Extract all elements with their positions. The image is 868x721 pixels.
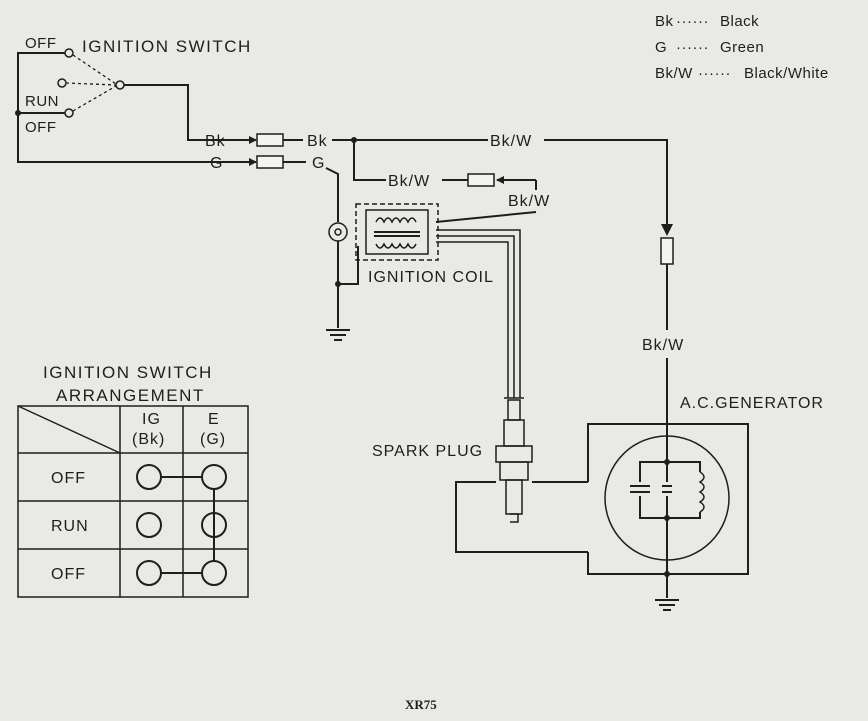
wire-bk: Bk Bk Bk/W Bk/W (205, 133, 684, 424)
ignition-switch-arrangement: IGNITION SWITCH ARRANGEMENT IG (Bk) E (G… (17, 363, 249, 598)
connector-bkw-generator (660, 237, 674, 265)
ground-post-icon (328, 222, 348, 242)
legend-code: Bk (655, 13, 674, 30)
legend-meaning: Black/White (744, 65, 829, 82)
arrangement-col-e-color: (G) (200, 431, 226, 448)
ig-terminal-circle (136, 512, 162, 538)
switch-contact-run (57, 78, 67, 88)
ig-terminal-circle (136, 560, 162, 586)
color-legend: Bk ······ Black G ······ Green Bk/W ····… (655, 13, 829, 82)
wire-label-g-2: G (312, 155, 325, 172)
switch-contact-off-top (64, 48, 74, 58)
wire-label-bkw-mid: Bk/W (388, 173, 430, 190)
arrangement-col-ig: IG (142, 411, 161, 428)
connector-g (256, 155, 284, 169)
ignition-switch-title: IGNITION SWITCH (82, 37, 252, 56)
legend-code: G (655, 39, 667, 56)
spark-plug-label: SPARK PLUG (372, 443, 483, 460)
wire-label-bkw-vertical: Bk/W (642, 337, 684, 354)
legend-code: Bk/W (655, 65, 693, 82)
ac-generator-label: A.C.GENERATOR (680, 395, 824, 412)
ground-icon (326, 329, 350, 341)
e-terminal-circle (201, 560, 227, 586)
ignition-coil-label: IGNITION COIL (368, 269, 494, 286)
wire-label-bkw-short: Bk/W (508, 193, 550, 210)
arrangement-title-line2: ARRANGEMENT (56, 386, 205, 405)
generator-ground-icon (655, 599, 679, 611)
switch-label-off-bottom: OFF (25, 119, 57, 136)
switch-label-off-top: OFF (25, 35, 57, 52)
arrangement-row-off-2: OFF (51, 566, 86, 583)
arrangement-col-e: E (208, 411, 220, 428)
ignition-switch: OFF IGNITION SWITCH RUN OFF (15, 35, 252, 163)
model-footer: XR75 (405, 697, 437, 712)
legend-meaning: Green (720, 39, 764, 56)
spark-plug: SPARK PLUG (372, 399, 533, 523)
legend-entry-green: G ······ Green (655, 39, 764, 56)
high-tension-lead (436, 229, 524, 399)
arrangement-row-run: RUN (51, 518, 89, 535)
wire-bkw-branch: Bk/W Bk/W (353, 140, 550, 223)
legend-dots: ······ (676, 13, 709, 30)
wire-g: G G (210, 155, 359, 341)
legend-dots: ······ (676, 39, 709, 56)
arrangement-col-ig-color: (Bk) (132, 431, 165, 448)
arrangement-connections (136, 464, 227, 586)
e-terminal-circle (201, 464, 227, 490)
wire-label-g: G (210, 155, 223, 172)
ig-terminal-circle (136, 464, 162, 490)
wire-label-bk-2: Bk (307, 133, 328, 150)
legend-entry-black: Bk ······ Black (655, 13, 759, 30)
arrangement-row-off-1: OFF (51, 470, 86, 487)
connector-bk (256, 133, 284, 147)
legend-dots: ······ (698, 65, 731, 82)
ignition-coil: IGNITION COIL (355, 203, 494, 286)
switch-common-contact (115, 80, 125, 90)
wire-label-bk: Bk (205, 133, 226, 150)
legend-meaning: Black (720, 13, 759, 30)
legend-entry-black-white: Bk/W ······ Black/White (655, 65, 829, 82)
switch-label-run: RUN (25, 93, 59, 110)
connector-bkw-coil (467, 173, 495, 187)
ac-generator: A.C.GENERATOR (587, 395, 824, 611)
wire-label-bkw-top: Bk/W (490, 133, 532, 150)
arrangement-title-line1: IGNITION SWITCH (43, 363, 213, 382)
switch-contact-off-bottom (64, 108, 74, 118)
